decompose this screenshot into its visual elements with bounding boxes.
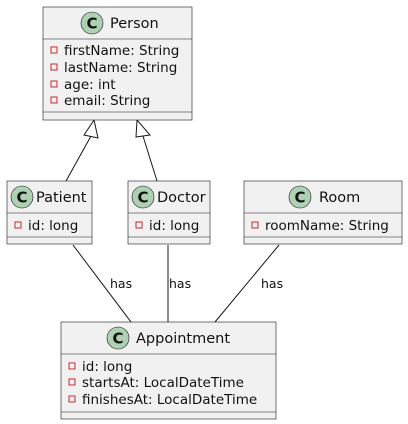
class-name: Patient — [36, 190, 87, 206]
association-label: has — [261, 276, 283, 291]
attribute: id: long — [82, 359, 132, 375]
class-icon-letter: C — [294, 189, 305, 207]
inheritance-arrowhead — [83, 118, 99, 139]
class-icon — [10, 185, 34, 209]
class-room: C Room roomName: String — [243, 180, 403, 245]
class-icon-letter: C — [112, 330, 123, 348]
inheritance-doctor-person — [135, 118, 158, 182]
association-label: has — [169, 276, 191, 291]
class-icon-letter: C — [16, 189, 27, 207]
class-name: Doctor — [157, 190, 206, 206]
attribute: finishesAt: LocalDateTime — [82, 392, 257, 408]
attribute: startsAt: LocalDateTime — [82, 375, 244, 391]
association-label: has — [110, 276, 132, 291]
attribute: roomName: String — [265, 218, 389, 234]
attribute: age: int — [64, 77, 116, 93]
class-icon-letter: C — [137, 189, 148, 207]
association-doctor-appointment: has — [167, 245, 191, 322]
inheritance-arrowhead — [135, 118, 151, 138]
class-name: Room — [319, 190, 360, 206]
class-name: Person — [110, 16, 159, 32]
attribute: id: long — [28, 218, 78, 234]
class-icon-letter: C — [86, 15, 97, 33]
attribute: email: String — [64, 93, 150, 109]
attribute: id: long — [149, 218, 199, 234]
class-name: Appointment — [136, 331, 230, 347]
association-patient-appointment: has — [72, 244, 132, 323]
class-icon — [131, 185, 155, 209]
class-person: C Person firstName: String lastName: Str… — [42, 6, 193, 121]
attribute: lastName: String — [64, 60, 177, 76]
class-icon — [106, 326, 130, 350]
class-doctor: C Doctor id: long — [127, 180, 211, 245]
attribute: firstName: String — [64, 43, 179, 59]
inheritance-patient-person — [65, 118, 99, 182]
association-room-appointment: has — [214, 244, 283, 323]
class-patient: C Patient id: long — [6, 180, 93, 245]
class-icon — [288, 185, 312, 209]
class-appointment: C Appointment id: long startsAt: LocalDa… — [60, 321, 277, 420]
class-icon — [80, 11, 104, 35]
